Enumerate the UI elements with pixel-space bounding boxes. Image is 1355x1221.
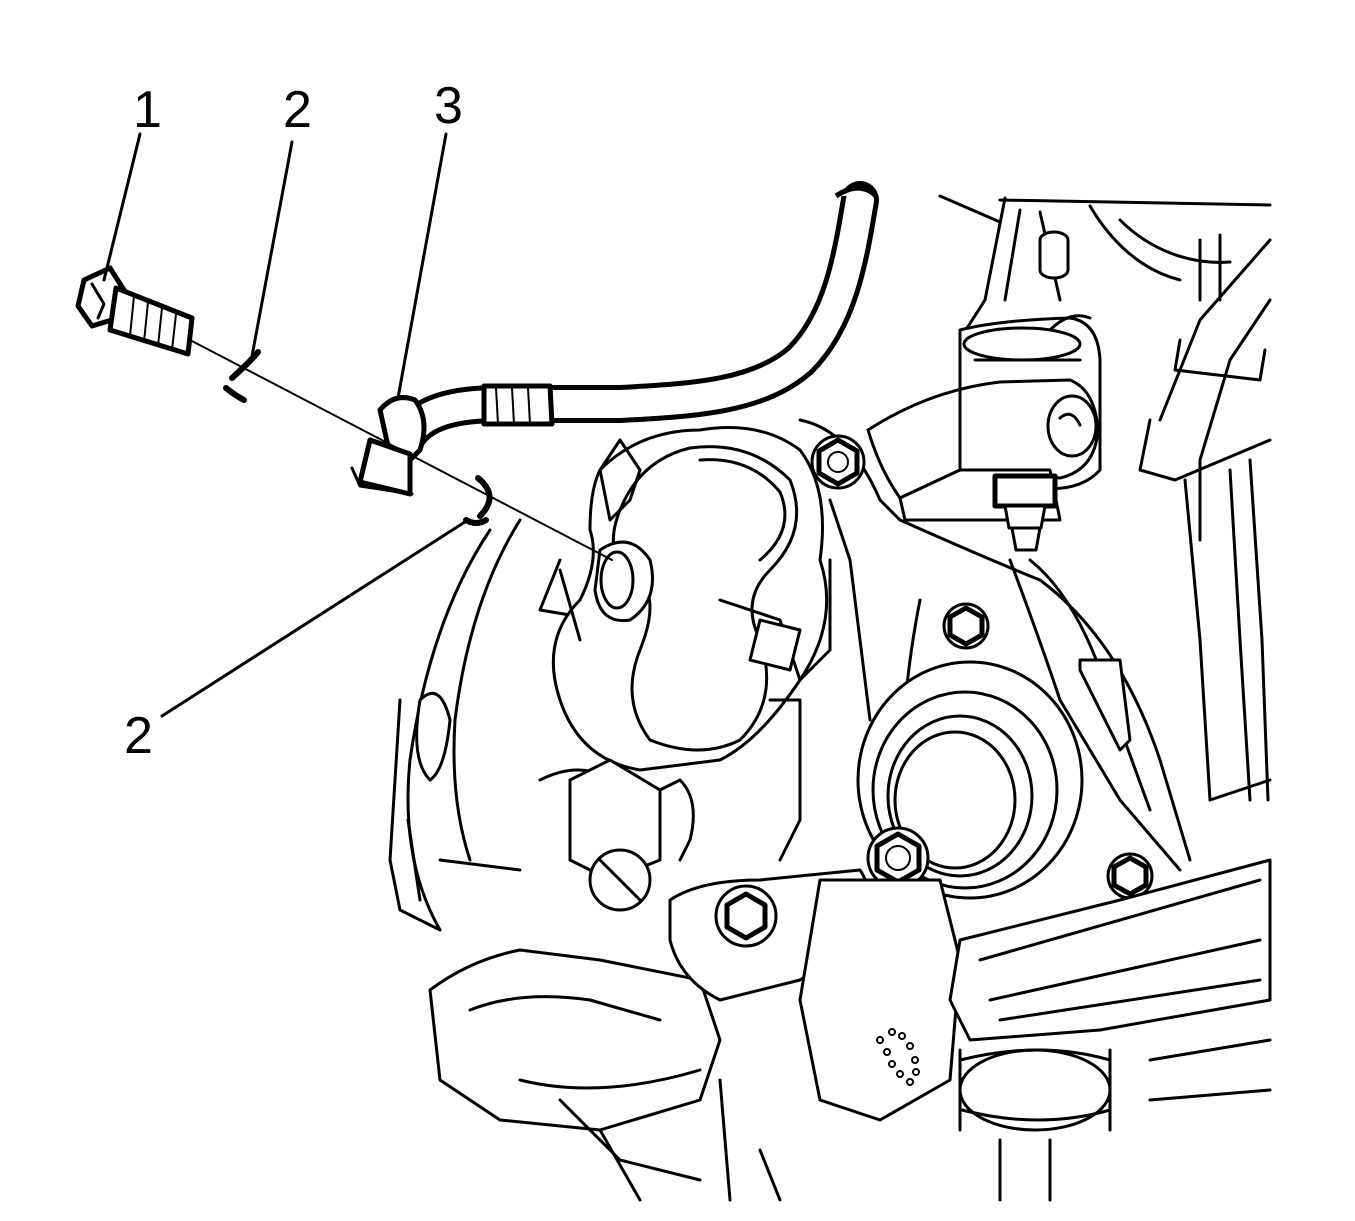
leader-line-2-upper bbox=[250, 140, 294, 358]
steering-knuckle-upper bbox=[866, 314, 1102, 552]
brake-hose-bolt bbox=[75, 265, 195, 357]
bolt-lower-right bbox=[1106, 852, 1154, 900]
knuckle-bolts bbox=[810, 434, 1154, 900]
brake-rotor-shield bbox=[388, 518, 622, 932]
suspension-strut bbox=[938, 194, 1272, 802]
callout-2-upper: 2 bbox=[283, 81, 312, 139]
bolt-upper-left bbox=[810, 434, 866, 490]
caliper-guide-pin bbox=[568, 758, 662, 912]
sealing-washer-upper bbox=[223, 349, 261, 403]
leader-line-2-lower bbox=[160, 518, 470, 718]
leader-line-3 bbox=[396, 132, 448, 400]
callout-2-lower: 2 bbox=[124, 707, 153, 765]
bolt-mid-right bbox=[942, 602, 990, 650]
bolt-circle-markings bbox=[876, 1028, 920, 1086]
lower-control-arm bbox=[428, 858, 1272, 1202]
callout-1: 1 bbox=[133, 81, 162, 139]
leader-line-1 bbox=[102, 132, 142, 282]
brake-hose bbox=[350, 181, 879, 497]
assembly-centerline bbox=[189, 339, 613, 561]
callout-3: 3 bbox=[434, 77, 463, 135]
brake-caliper bbox=[538, 426, 832, 862]
